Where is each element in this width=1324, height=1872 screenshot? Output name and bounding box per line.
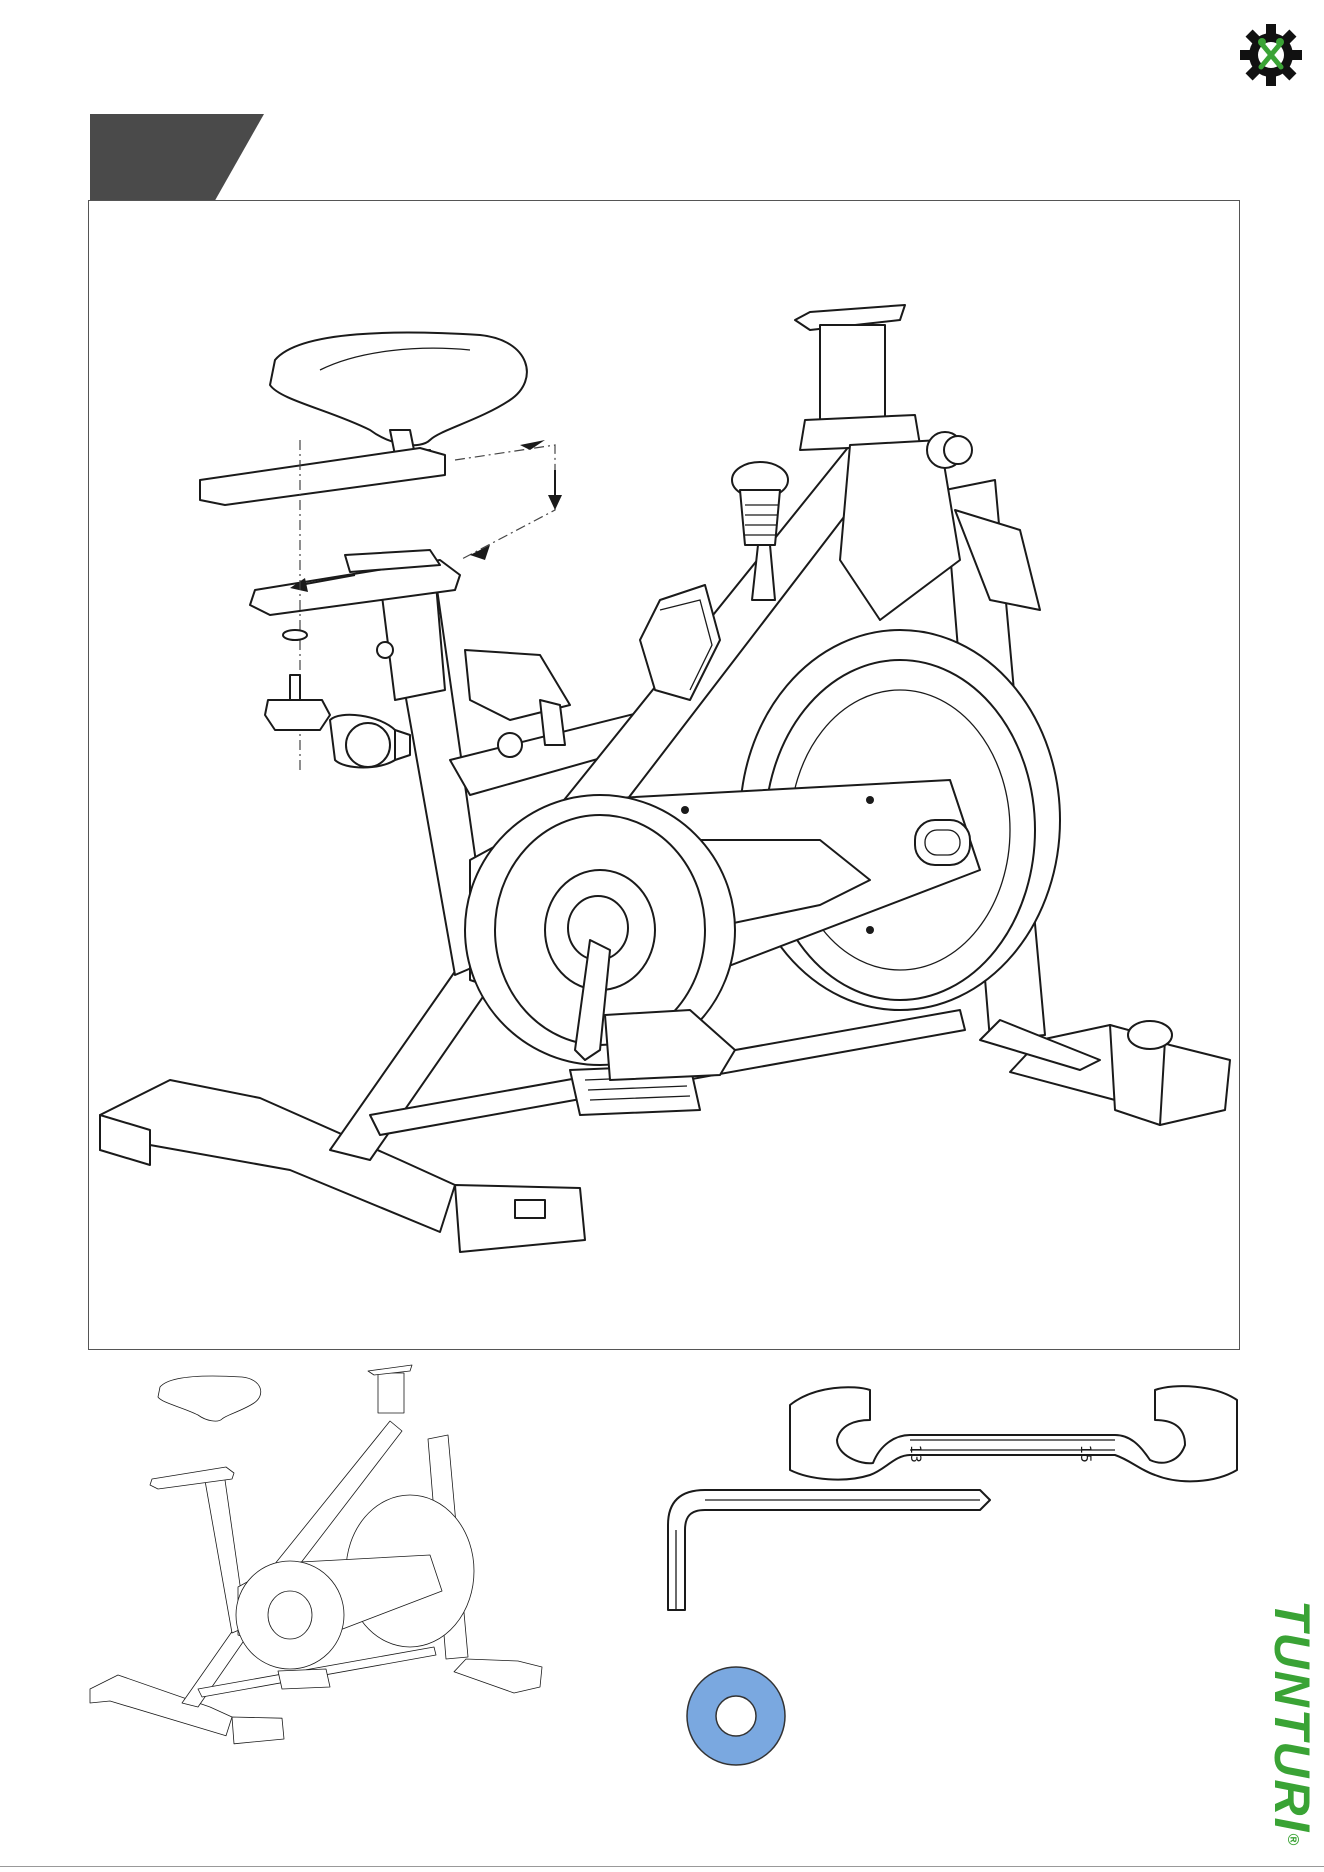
washer-and-bolt xyxy=(265,630,330,730)
handlebar-post xyxy=(795,305,1040,620)
footer-divider xyxy=(0,1866,1324,1867)
wrench-size-right: 15 xyxy=(1077,1445,1093,1463)
brand-logo: TUNTURI® xyxy=(1262,1600,1322,1862)
wrench-icon: 13 15 xyxy=(785,1375,1240,1485)
wrench-size-left: 13 xyxy=(907,1445,923,1463)
allen-key-icon xyxy=(660,1485,1000,1615)
saddle xyxy=(270,333,527,470)
brand-name: TUNTURI xyxy=(1264,1600,1320,1833)
washer-icon xyxy=(685,1665,787,1767)
assembled-bike-thumbnail xyxy=(90,1395,510,1735)
saddle-rail xyxy=(200,448,445,505)
registered-mark: ® xyxy=(1284,1833,1301,1847)
